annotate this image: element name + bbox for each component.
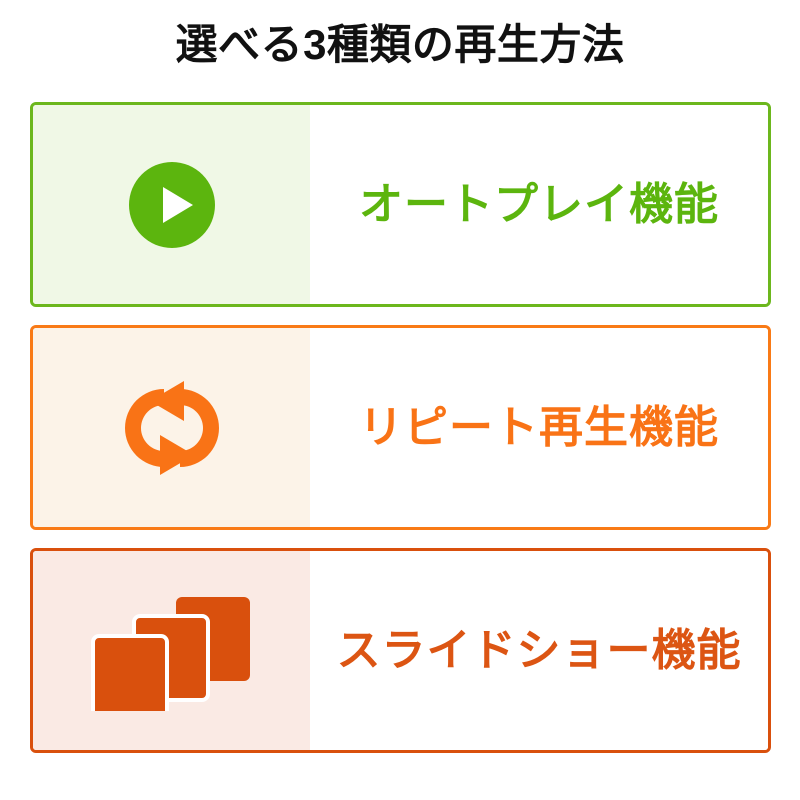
- repeat-label-pane: リピート再生機能: [310, 328, 768, 527]
- autoplay-label-pane: オートプレイ機能: [310, 105, 768, 304]
- page-title: 選べる3種類の再生方法: [175, 21, 625, 68]
- slideshow-label-pane: スライドショー機能: [310, 551, 768, 750]
- feature-card-repeat[interactable]: リピート再生機能: [30, 325, 771, 530]
- slideshow-icon-pane: [33, 551, 310, 750]
- feature-card-label: オートプレイ機能: [359, 179, 719, 229]
- repeat-icon-pane: [33, 328, 310, 527]
- feature-card-list: オートプレイ機能: [30, 102, 771, 753]
- feature-card-slideshow[interactable]: スライドショー機能: [30, 548, 771, 753]
- feature-card-label: スライドショー機能: [336, 625, 742, 675]
- feature-card-autoplay[interactable]: オートプレイ機能: [30, 102, 771, 307]
- repeat-loop-icon: [118, 379, 226, 477]
- stacked-slides-icon: [88, 591, 256, 711]
- feature-card-label: リピート再生機能: [359, 402, 719, 452]
- autoplay-icon-pane: [33, 105, 310, 304]
- play-circle-icon: [128, 161, 216, 249]
